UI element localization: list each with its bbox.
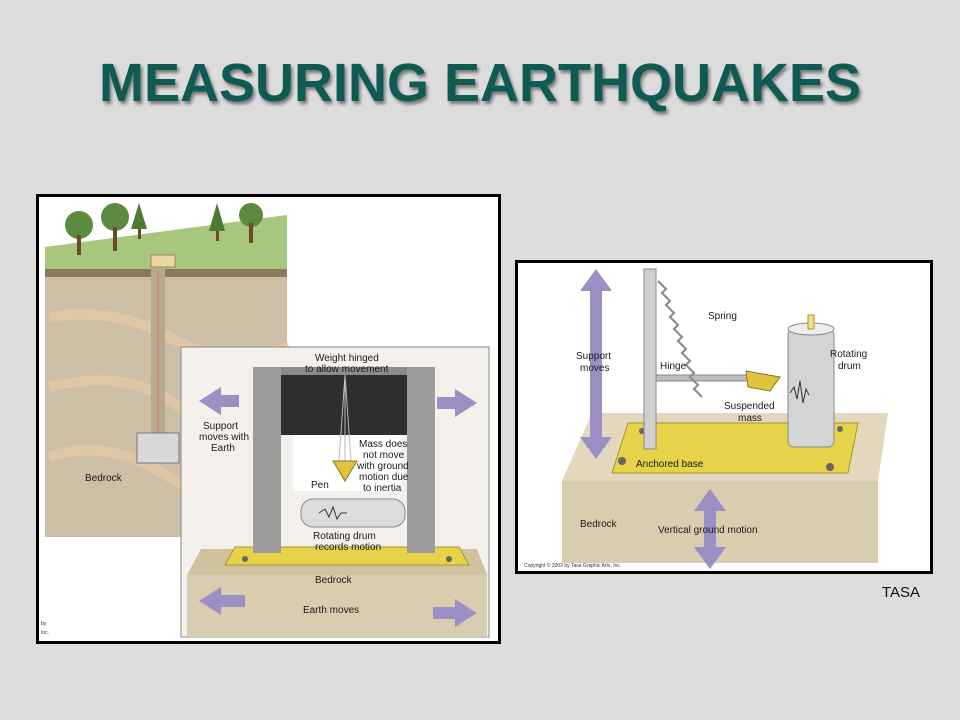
spring-icon — [657, 280, 703, 398]
support-label: Earth — [211, 443, 235, 454]
bedrock-label-inset: Bedrock — [315, 575, 353, 586]
support-label: Support — [203, 421, 238, 432]
slide-title: MEASURING EARTHQUAKES — [98, 53, 862, 113]
bedrock-label: Bedrock — [580, 519, 618, 530]
motion-arrows — [580, 269, 726, 569]
bedrock-label-top: Bedrock — [85, 473, 123, 484]
ground-motion-label: Vertical ground motion — [658, 525, 758, 536]
weight-label: Weight hinged — [315, 353, 379, 364]
arrow-right-icon — [433, 599, 477, 627]
mass-label: to inertia — [363, 483, 402, 494]
vertical-seismograph-diagram: Support moves Spring Hinge Suspended mas… — [515, 260, 933, 574]
spring-label: Spring — [708, 311, 737, 322]
trees — [65, 203, 263, 255]
horizontal-seismograph-diagram: Bedrock by Inc. — [36, 194, 501, 644]
arrow-down-icon — [694, 531, 726, 569]
arrow-up-icon — [694, 489, 726, 531]
mass-label: Suspended — [724, 401, 775, 412]
mass-label: Mass does — [359, 439, 407, 450]
copyright-text: Inc. — [41, 630, 49, 636]
drum-label: drum — [838, 361, 861, 372]
copyright-text: Copyright © 2002 by Tasa Graphic Arts, I… — [524, 562, 621, 569]
arrow-left-icon — [199, 387, 239, 415]
mass-label: mass — [738, 413, 762, 424]
rotating-drum — [787, 328, 835, 448]
mass-label: with ground — [356, 461, 409, 472]
earth-moves-label: Earth moves — [303, 605, 359, 616]
support-label: Support — [576, 351, 611, 362]
pen-label: Pen — [311, 480, 329, 491]
support-label: moves with — [199, 432, 249, 443]
mass-label: not move — [363, 450, 405, 461]
mass-label: motion due — [359, 472, 409, 483]
drum-label: Rotating drum — [313, 531, 376, 542]
anchored-base-label: Anchored base — [636, 459, 704, 470]
arrow-up-icon — [580, 269, 612, 413]
credit-label: TASA — [881, 584, 920, 601]
weight-label: to allow movement — [305, 364, 389, 375]
arrow-left-icon — [199, 587, 245, 615]
drum-label: records motion — [315, 542, 381, 553]
hinge-label: Hinge — [660, 361, 687, 372]
drum-label: Rotating — [830, 349, 867, 360]
support-label: moves — [580, 363, 609, 374]
motion-arrows — [199, 387, 477, 627]
seismograph-inset — [180, 346, 490, 638]
arrow-right-icon — [437, 389, 477, 417]
copyright-text: by — [41, 621, 47, 627]
arrow-down-icon — [580, 413, 612, 459]
